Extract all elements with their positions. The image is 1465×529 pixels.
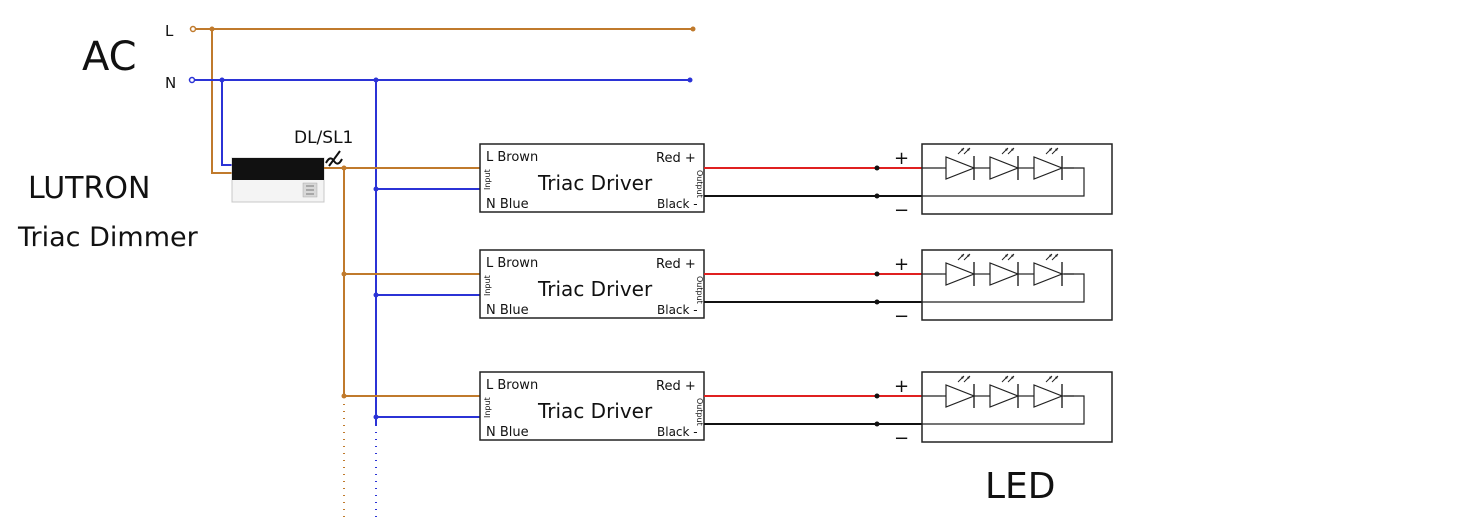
- driver-n-blue-label: N Blue: [486, 303, 529, 318]
- driver-l-brown-label: L Brown: [486, 150, 538, 165]
- dimmer-model-label: DL/SL1: [294, 128, 353, 148]
- terminal-dot: [874, 271, 880, 277]
- terminal-dot: [874, 421, 880, 427]
- driver-black-minus-label: Black -: [657, 197, 698, 211]
- terminal-dot: [874, 193, 880, 199]
- led-diode-icon: [986, 147, 1030, 180]
- driver-red-plus-label: Red +: [656, 151, 696, 166]
- junction-dot: [373, 186, 379, 192]
- driver-l-brown-label: L Brown: [486, 256, 538, 271]
- terminal-dot: [874, 299, 880, 305]
- led-diode-icon: [986, 253, 1030, 286]
- driver-input-label: Input: [483, 169, 492, 190]
- line-label: L: [165, 22, 174, 40]
- junction-dot: [373, 292, 379, 298]
- junction-dot: [373, 414, 379, 420]
- line-wire-main: [189, 25, 696, 174]
- minus-sign: −: [894, 428, 909, 449]
- triac-driver-box: [479, 143, 705, 213]
- ac-label: AC: [82, 34, 137, 80]
- led-diode-icon: [1030, 375, 1074, 408]
- led-diode-icon: [942, 375, 986, 408]
- driver-row-2: L Brown N Blue Red + Black - Triac Driver Inp…: [341, 249, 1113, 327]
- plus-sign: +: [894, 376, 909, 397]
- neutral-wire-main: [188, 76, 693, 166]
- dimmed-line-bus: [324, 165, 480, 522]
- led-module-box: [921, 371, 1113, 443]
- driver-output-label: Output: [695, 276, 704, 304]
- led-diode-icon: [986, 375, 1030, 408]
- led-diode-icon: [1030, 253, 1074, 286]
- driver-title: Triac Driver: [537, 277, 653, 301]
- driver-input-label: Input: [483, 275, 492, 296]
- led-diode-icon: [1030, 147, 1074, 180]
- driver-input-label: Input: [483, 397, 492, 418]
- terminal-dot: [874, 165, 880, 171]
- driver-title: Triac Driver: [537, 399, 653, 423]
- led-module-box: [921, 249, 1113, 321]
- led-module-box: [921, 143, 1113, 215]
- driver-red-plus-label: Red +: [656, 379, 696, 394]
- triac-driver-box: [479, 371, 705, 441]
- minus-sign: −: [894, 306, 909, 327]
- driver-black-minus-label: Black -: [657, 425, 698, 439]
- driver-red-plus-label: Red +: [656, 257, 696, 272]
- led-label: LED: [985, 466, 1056, 507]
- terminal-dot: [874, 393, 880, 399]
- junction-dot: [341, 271, 347, 277]
- dimmer-type-label: Triac Dimmer: [17, 222, 199, 253]
- plus-sign: +: [894, 254, 909, 275]
- lutron-dimmer-device: [231, 157, 325, 203]
- plus-sign: +: [894, 148, 909, 169]
- led-diode-icon: [942, 147, 986, 180]
- driver-row-1: L Brown N Blue Red + Black - Triac Driver Inp…: [344, 143, 1113, 221]
- driver-n-blue-label: N Blue: [486, 197, 529, 212]
- led-diode-icon: [942, 253, 986, 286]
- driver-black-minus-label: Black -: [657, 303, 698, 317]
- driver-title: Triac Driver: [537, 171, 653, 195]
- driver-n-blue-label: N Blue: [486, 425, 529, 440]
- driver-row-3: L Brown N Blue Red + Black - Triac Driver Inp…: [341, 371, 1113, 449]
- triac-driver-box: [479, 249, 705, 319]
- dimmer-symbol-icon: [325, 150, 343, 167]
- driver-l-brown-label: L Brown: [486, 378, 538, 393]
- driver-output-label: Output: [695, 398, 704, 426]
- driver-output-label: Output: [695, 170, 704, 198]
- minus-sign: −: [894, 200, 909, 221]
- neutral-label: N: [165, 74, 176, 92]
- dimmer-brand-label: LUTRON: [28, 171, 150, 206]
- junction-dot: [341, 393, 347, 399]
